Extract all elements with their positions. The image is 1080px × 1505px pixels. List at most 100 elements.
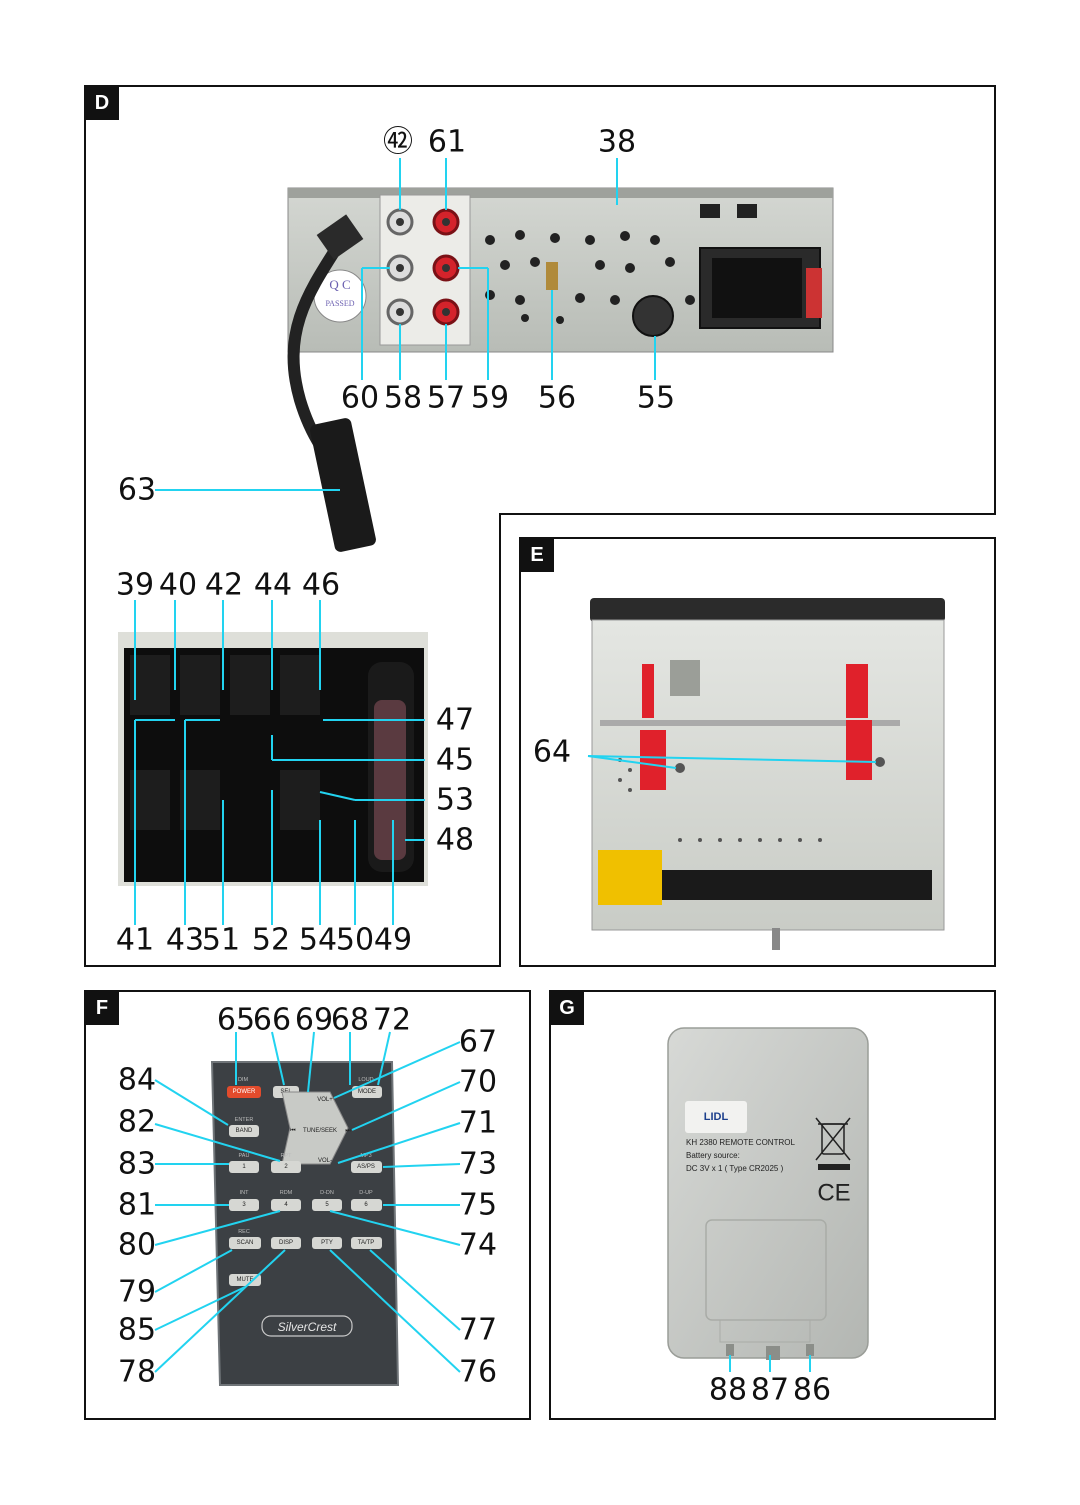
remote-band-label: BAND <box>236 1128 253 1134</box>
callout-52: 52 <box>252 923 290 958</box>
remote-mute-label: MUTE <box>237 1277 254 1283</box>
remote-band-button[interactable] <box>229 1125 259 1137</box>
remote-2-button[interactable] <box>271 1161 301 1173</box>
rca-jacks <box>386 208 460 326</box>
callout-80: 80 <box>118 1228 156 1263</box>
din-socket <box>632 295 674 337</box>
callout-84: 84 <box>118 1063 156 1098</box>
remote-asps-sublabel: MP3 <box>360 1153 371 1159</box>
section-g: G LIDL KH 2380 REMOTE CONTROL Battery so… <box>549 990 996 1420</box>
remote-pty-button[interactable] <box>312 1237 342 1249</box>
callout-47: 47 <box>436 703 474 738</box>
callout-86: 86 <box>793 1373 831 1408</box>
remote-tatp-button[interactable] <box>351 1237 382 1249</box>
callout-71: 71 <box>459 1106 497 1141</box>
remote-4-sublabel: RDM <box>280 1190 293 1196</box>
callout-64: 64 <box>533 735 571 770</box>
callout-49: 49 <box>374 923 412 958</box>
remote-asps-button[interactable] <box>351 1161 382 1173</box>
section-e-frame <box>519 537 996 967</box>
remote-vol-down-label: VOL- <box>318 1158 332 1164</box>
callout-46: 46 <box>302 568 340 603</box>
callout-57: 57 <box>427 381 465 416</box>
antenna-plug <box>310 418 376 552</box>
remote-6-label: 6 <box>364 1202 368 1208</box>
remote-back-model: KH 2380 REMOTE CONTROL <box>686 1138 795 1147</box>
callout-82: 82 <box>118 1105 156 1140</box>
remote-1-button[interactable] <box>229 1161 259 1173</box>
section-f-frame <box>84 990 531 1420</box>
callout-72: 72 <box>373 1003 411 1038</box>
section-g-label: G <box>559 997 575 1019</box>
weee-bin-icon <box>815 1117 851 1161</box>
callout-78: 78 <box>118 1355 156 1390</box>
callout-44: 44 <box>254 568 292 603</box>
remote-back-battery-label: Battery source: <box>686 1151 740 1160</box>
callout-50: 50 <box>336 923 374 958</box>
remote-asps-label: AS/PS <box>357 1164 375 1170</box>
remote-disp-label: DISP <box>279 1240 293 1246</box>
section-f: F DIM POWER SEL LOUD MODE VOL+ TUNE/SEEK… <box>84 990 531 1420</box>
callout-43: 43 <box>166 923 204 958</box>
remote-3-button[interactable] <box>229 1199 259 1211</box>
callout-60: 60 <box>341 381 379 416</box>
callout-53: 53 <box>436 783 474 818</box>
callout-48: 48 <box>436 823 474 858</box>
remote-back-battery-spec: DC 3V x 1 ( Type CR2025 ) <box>686 1164 784 1173</box>
callout-41: 41 <box>116 923 154 958</box>
callout-70: 70 <box>459 1065 497 1100</box>
remote-power-label: POWER <box>233 1089 256 1095</box>
callout-68: 68 <box>331 1003 369 1038</box>
remote-power-button[interactable] <box>227 1086 261 1098</box>
remote-mode-button[interactable] <box>352 1086 382 1098</box>
section-e-label: E <box>530 544 543 566</box>
section-f-label: F <box>96 997 108 1019</box>
callout-59: 59 <box>471 381 509 416</box>
remote-scan-sublabel: REC <box>238 1229 250 1235</box>
qc-sticker-top: Q C <box>329 277 350 292</box>
remote-5-sublabel: D-DN <box>320 1190 334 1196</box>
callout-39: 39 <box>116 568 154 603</box>
remote-tatp-label: TA/TP <box>358 1240 375 1246</box>
callout-51: 51 <box>202 923 240 958</box>
remote-scan-button[interactable] <box>229 1237 261 1249</box>
remote-6-button[interactable] <box>351 1199 382 1211</box>
remote-5-label: 5 <box>325 1202 329 1208</box>
callout-83: 83 <box>118 1147 156 1182</box>
remote-3-sublabel: INT <box>240 1190 250 1196</box>
section-d-label: D <box>95 92 109 114</box>
remote-5-button[interactable] <box>312 1199 342 1211</box>
callout-40: 40 <box>159 568 197 603</box>
callout-73: 73 <box>459 1147 497 1182</box>
remote-3-label: 3 <box>242 1202 246 1208</box>
remote-prev-icon: ⏮ <box>290 1128 296 1134</box>
callout-65: 65 <box>217 1003 255 1038</box>
remote-4-label: 4 <box>284 1202 288 1208</box>
remote-pty-label: PTY <box>321 1240 333 1246</box>
callout-79: 79 <box>118 1275 156 1310</box>
remote-1-sublabel: PAU <box>239 1153 250 1159</box>
callout-87: 87 <box>751 1373 789 1408</box>
remote-power-sublabel: DIM <box>238 1077 249 1083</box>
lidl-logo-text: LIDL <box>704 1111 729 1123</box>
callout-56: 56 <box>538 381 576 416</box>
callout-54: 54 <box>299 923 337 958</box>
remote-scan-label: SCAN <box>237 1240 254 1246</box>
callout-55: 55 <box>637 381 675 416</box>
remote-mute-button[interactable] <box>229 1274 261 1286</box>
callout-88: 88 <box>709 1373 747 1408</box>
callout-74: 74 <box>459 1228 497 1263</box>
callout-81: 81 <box>118 1188 156 1223</box>
section-e: E 64 <box>519 537 996 967</box>
red-sticker-left <box>640 730 666 790</box>
section-d-label-bg <box>85 86 119 120</box>
radio-side-photo <box>590 598 945 950</box>
remote-tune-seek-label: TUNE/SEEK <box>303 1128 337 1134</box>
remote-disp-button[interactable] <box>271 1237 301 1249</box>
yellow-warning-sticker <box>598 850 662 905</box>
remote-6-sublabel: D-UP <box>359 1190 373 1196</box>
lidl-logo <box>685 1101 747 1133</box>
red-sticker-left-top <box>642 664 654 718</box>
remote-4-button[interactable] <box>271 1199 301 1211</box>
